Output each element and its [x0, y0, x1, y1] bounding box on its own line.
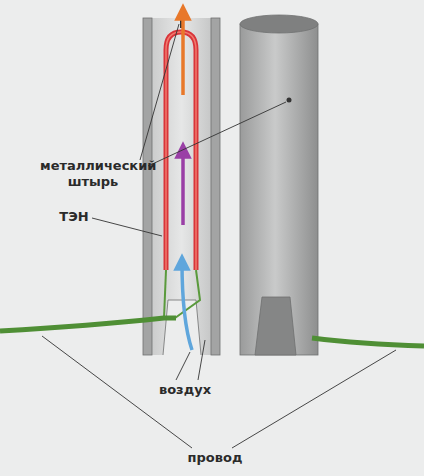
tube-closed [240, 15, 318, 355]
leader-line [42, 24, 396, 448]
air-arrow [181, 150, 185, 225]
part-label: провод [180, 450, 250, 466]
part-label: металлический штырь [40, 158, 146, 189]
part-label: воздух [150, 382, 220, 398]
air-arrow [181, 12, 185, 95]
air-arrow [182, 262, 192, 350]
wire [312, 338, 424, 346]
wire [0, 318, 176, 331]
part-label: ТЭН [56, 209, 92, 225]
